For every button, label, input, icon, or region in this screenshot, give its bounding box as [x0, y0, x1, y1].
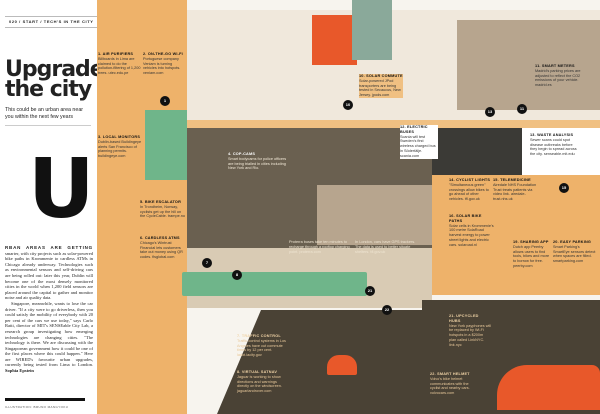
callout-17: Proterra buses take ten minutes to recha…: [289, 240, 350, 254]
callout-number-badge: 22: [382, 305, 392, 315]
cyclist-helmet: [327, 355, 357, 375]
green-window: [145, 110, 187, 180]
callout-cyclist-lights: 14. CYCLIST LIGHTS"Simultaneous green" c…: [449, 178, 491, 202]
station: [317, 185, 447, 245]
callout-number-badge: 15: [559, 183, 569, 193]
callout-number-badge: 7: [202, 258, 212, 268]
drop-cap: U: [28, 142, 95, 237]
divider: [5, 398, 85, 401]
hospital-panel: [432, 175, 600, 295]
illustration-credit: ILLUSTRATION: BRUNO MANGYOKU: [5, 405, 69, 409]
paragraph-2: Singapore, meanwhile, wants to lose the …: [5, 300, 93, 368]
callout-number-badge: 1: [160, 96, 170, 106]
platform: [187, 120, 600, 128]
subtitle: This could be an urban area near you wit…: [5, 107, 91, 126]
page-title: Upgrade the city: [5, 57, 105, 102]
orange-car: [497, 365, 600, 410]
author: Sophia Epstein: [5, 368, 34, 374]
traffic-sign: [182, 272, 367, 296]
section-breadcrumb: 020 / START / TECH'S IN THE CITY: [5, 16, 98, 28]
waste-area: [522, 128, 600, 178]
article-body: RBAN AREAS ARE GETTING smarter, with cit…: [5, 245, 93, 374]
callout-number-badge: 13: [485, 107, 495, 117]
orange-panel: [97, 0, 187, 414]
callout-18: In London, cars have GPS trackers. The d…: [355, 240, 416, 254]
building: [352, 0, 392, 60]
callout-number-badge: 21: [365, 286, 375, 296]
callout-number-badge: 8: [232, 270, 242, 280]
paragraph-1: smarter, with city projects such as sola…: [5, 250, 93, 301]
building: [312, 15, 357, 65]
callout-number-badge: 11: [517, 104, 527, 114]
hill: [457, 20, 600, 110]
callout-number-badge: 10: [343, 100, 353, 110]
lead-in: RBAN AREAS ARE GETTING: [5, 245, 93, 250]
